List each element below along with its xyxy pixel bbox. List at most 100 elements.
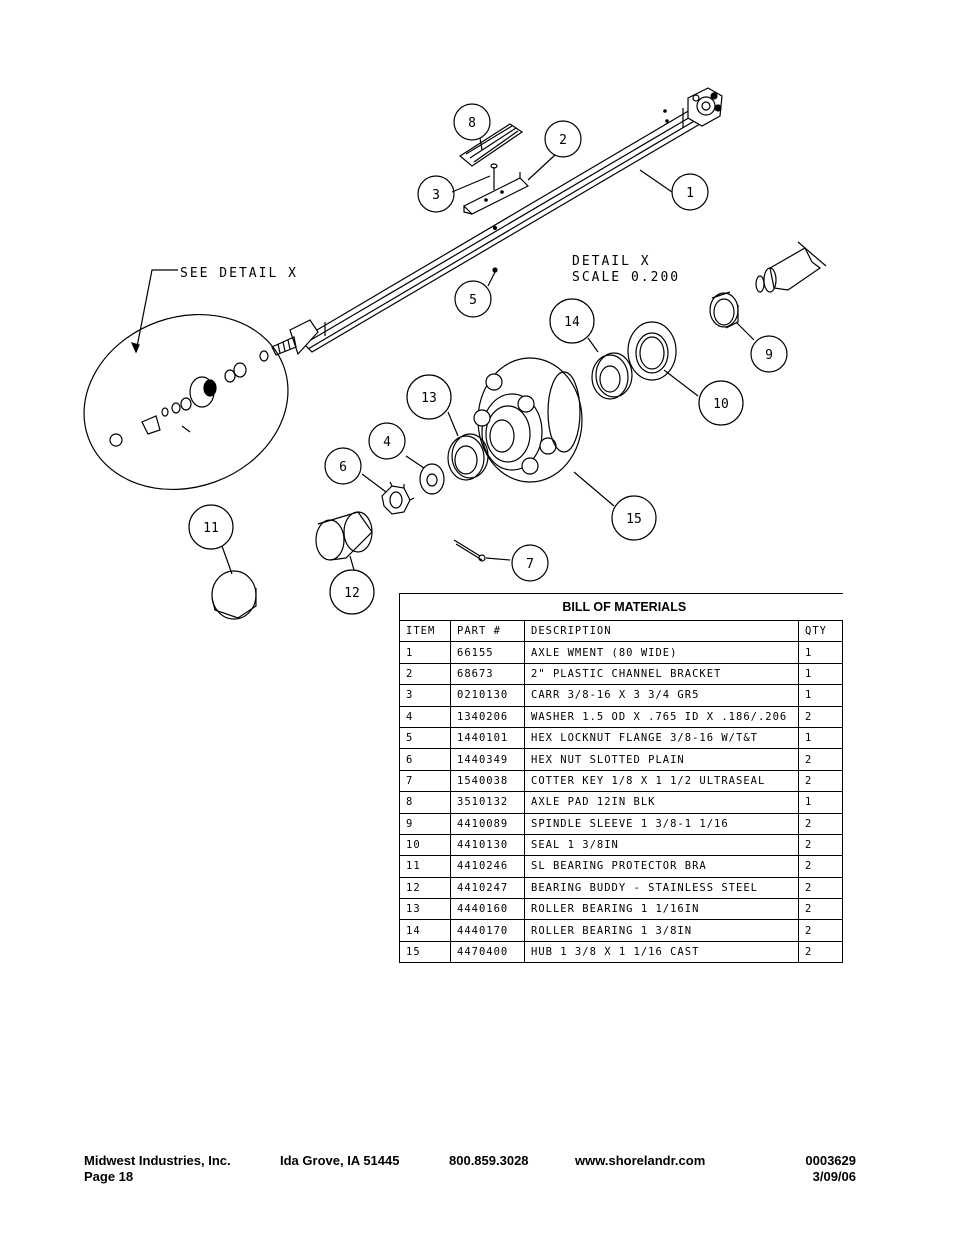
cell-item: 10 — [399, 833, 451, 857]
cell-description: WASHER 1.5 OD X .765 ID X .186/.206 — [524, 705, 799, 728]
header-part: PART # — [450, 619, 525, 643]
balloon-5: 5 — [469, 293, 477, 308]
cell-description: AXLE WMENT (80 WIDE) — [524, 641, 799, 664]
part-bearing-protector — [211, 570, 257, 620]
cell-item: 6 — [399, 748, 451, 771]
balloon-15: 15 — [626, 512, 642, 527]
footer-website: www.shorelandr.com — [575, 1153, 706, 1168]
cell-part: 1440349 — [450, 748, 525, 771]
cell-description: SL BEARING PROTECTOR BRA — [524, 855, 799, 878]
footer-row-2: Page 18 3/09/06 — [84, 1169, 856, 1185]
cell-qty: 1 — [797, 791, 844, 814]
cell-item: 2 — [399, 662, 451, 686]
part-roller-bearing-13 — [447, 433, 489, 481]
cell-description: ROLLER BEARING 1 3/8IN — [524, 919, 799, 942]
balloon-10: 10 — [713, 397, 729, 412]
cell-qty: 2 — [797, 705, 844, 728]
cell-part: 1340206 — [450, 705, 525, 728]
cell-part: 4410130 — [450, 833, 525, 857]
cell-qty: 2 — [797, 876, 844, 900]
header-qty: QTY — [797, 619, 844, 643]
balloon-13: 13 — [421, 391, 437, 406]
footer-date: 3/09/06 — [812, 1169, 856, 1184]
cell-qty: 2 — [797, 769, 844, 793]
cell-part: 4410089 — [450, 812, 525, 835]
leader-lines — [221, 137, 755, 575]
cell-description: ROLLER BEARING 1 1/16IN — [524, 898, 799, 921]
cell-part: 4410246 — [450, 855, 525, 878]
cell-part: 66155 — [450, 641, 525, 664]
cell-qty: 1 — [797, 662, 844, 686]
cell-qty: 2 — [797, 748, 844, 771]
bom-header-row: ITEM PART # DESCRIPTION QTY — [399, 619, 844, 643]
part-spindle-sleeve — [755, 241, 827, 293]
balloon-12: 12 — [344, 586, 360, 601]
cell-qty: 2 — [797, 919, 844, 942]
cell-item: 3 — [399, 684, 451, 707]
cell-item: 14 — [399, 919, 451, 942]
cell-part: 4440170 — [450, 919, 525, 942]
bom-table: BILL OF MATERIALS ITEM PART # DESCRIPTIO… — [398, 593, 844, 964]
cell-item: 1 — [399, 641, 451, 664]
part-ring-9 — [709, 291, 739, 329]
cell-description: SPINDLE SLEEVE 1 3/8-1 1/16 — [524, 812, 799, 835]
balloon-11: 11 — [203, 521, 219, 536]
balloon-4: 4 — [383, 435, 391, 450]
bom-title-row: BILL OF MATERIALS — [398, 593, 843, 621]
footer-company: Midwest Industries, Inc. — [84, 1153, 231, 1168]
cell-item: 8 — [399, 791, 451, 814]
cell-item: 9 — [399, 812, 451, 835]
cell-description: SEAL 1 3/8IN — [524, 833, 799, 857]
cell-description: CARR 3/8-16 X 3 3/4 GR5 — [524, 684, 799, 707]
cell-description: AXLE PAD 12IN BLK — [524, 791, 799, 814]
bom-title: BILL OF MATERIALS — [398, 593, 843, 621]
axle-beam — [299, 108, 701, 353]
part-hex-locknut — [492, 267, 498, 273]
part-channel-bracket — [462, 172, 530, 215]
cell-part: 68673 — [450, 662, 525, 686]
cell-part: 0210130 — [450, 684, 525, 707]
cell-part: 4470400 — [450, 940, 525, 964]
part-slotted-nut — [381, 481, 415, 515]
cell-description: 2" PLASTIC CHANNEL BRACKET — [524, 662, 799, 686]
part-washer — [419, 463, 445, 495]
detail-title: DETAIL X — [572, 254, 651, 269]
part-bearing-buddy — [315, 511, 373, 561]
see-detail-note: SEE DETAIL X — [180, 266, 298, 281]
balloon-1: 1 — [686, 186, 694, 201]
axle-end-left — [271, 319, 319, 356]
bill-of-materials: BILL OF MATERIALS ITEM PART # DESCRIPTIO… — [398, 593, 844, 964]
cell-item: 5 — [399, 726, 451, 750]
detail-scale: SCALE 0.200 — [572, 270, 680, 285]
footer-location: Ida Grove, IA 51445 — [280, 1153, 400, 1168]
cell-item: 15 — [399, 940, 451, 964]
header-item: ITEM — [399, 619, 451, 643]
detail-x-callout — [83, 269, 289, 491]
cell-item: 12 — [399, 876, 451, 900]
balloon-2: 2 — [559, 133, 567, 148]
footer-doc-number: 0003629 — [805, 1153, 856, 1168]
cell-description: HEX LOCKNUT FLANGE 3/8-16 W/T&T — [524, 726, 799, 750]
cell-qty: 2 — [797, 898, 844, 921]
cell-part: 3510132 — [450, 791, 525, 814]
part-carriage-bolt — [490, 163, 498, 190]
cell-qty: 1 — [797, 641, 844, 664]
balloon-circles — [188, 103, 788, 615]
cell-qty: 2 — [797, 855, 844, 878]
cell-qty: 2 — [797, 812, 844, 835]
